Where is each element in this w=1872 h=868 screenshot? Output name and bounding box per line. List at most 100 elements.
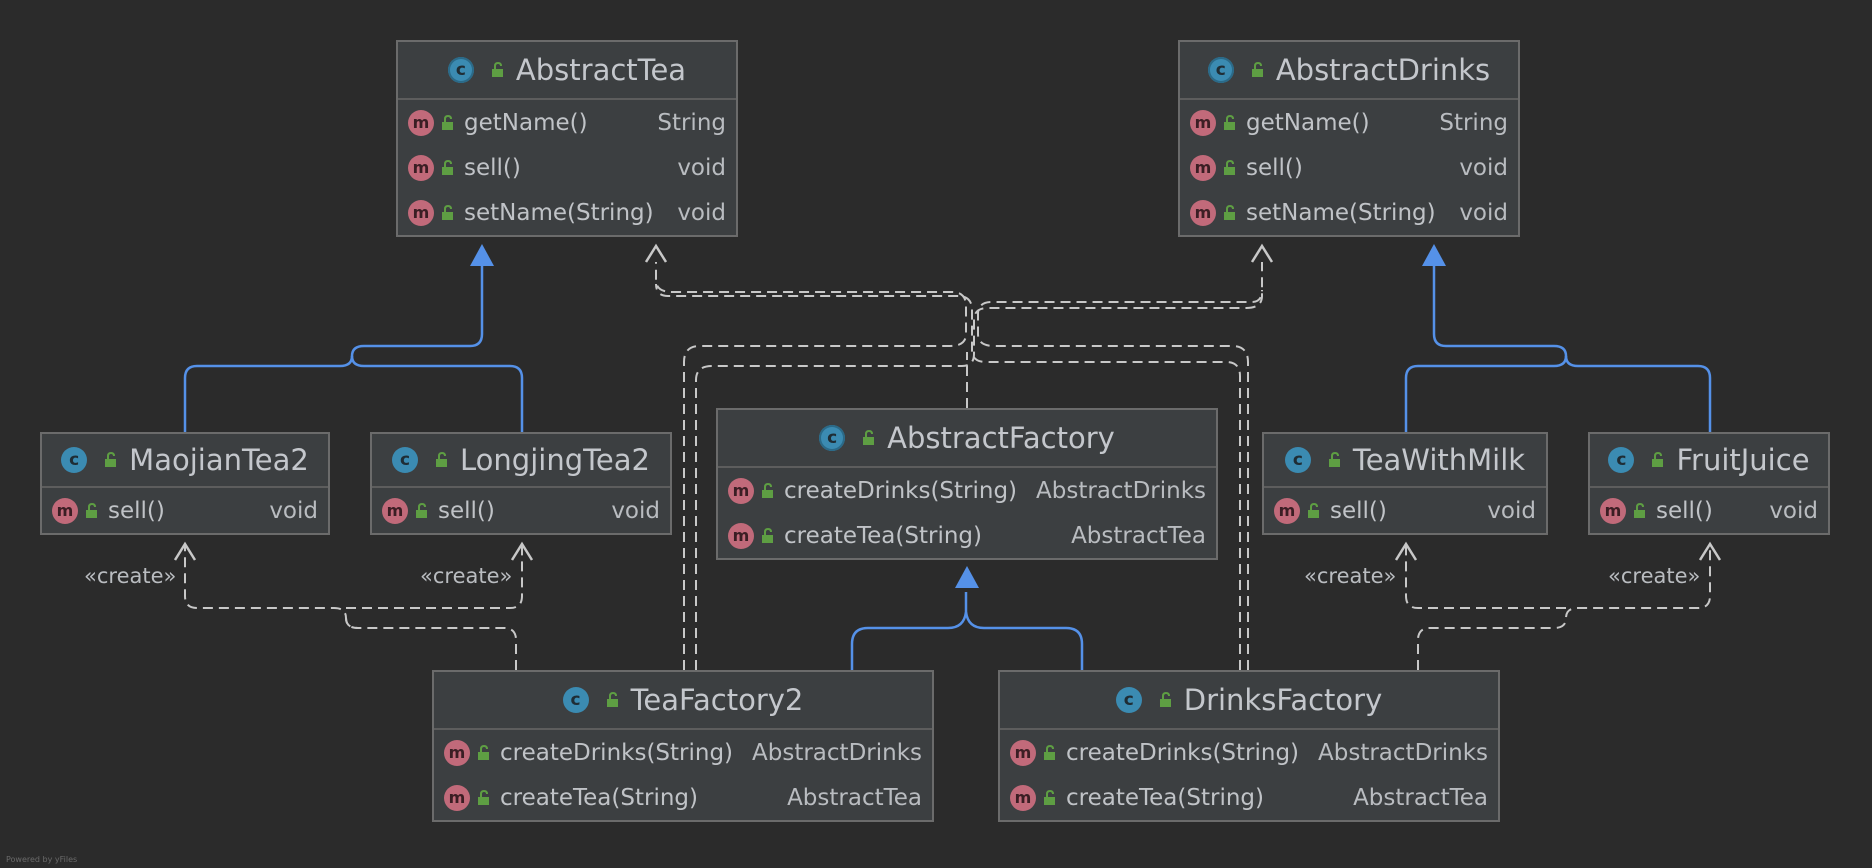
method-row[interactable]: m sell() void bbox=[398, 145, 736, 190]
class-header: c TeaWithMilk bbox=[1264, 434, 1546, 488]
class-name: DrinksFactory bbox=[1183, 683, 1383, 717]
method-row[interactable]: m sell() void bbox=[42, 488, 328, 533]
inheritance-arrowhead-abstractdrinks bbox=[1422, 244, 1446, 266]
method-name: sell() bbox=[1330, 497, 1387, 524]
method-row[interactable]: m sell() void bbox=[1264, 488, 1546, 533]
class-header: c AbstractDrinks bbox=[1180, 42, 1518, 100]
method-return-type: AbstractDrinks bbox=[1318, 739, 1488, 766]
abstract-method-icon: m bbox=[728, 522, 754, 549]
method-return-type: AbstractTea bbox=[787, 784, 922, 811]
method-row[interactable]: m setName(String) void bbox=[1180, 190, 1518, 235]
method-name: sell() bbox=[438, 497, 495, 524]
method-name: sell() bbox=[1656, 497, 1713, 524]
class-longjing-tea2[interactable]: c LongjingTea2 m sell() void bbox=[370, 432, 672, 535]
method-name: setName(String) bbox=[464, 199, 654, 226]
method-name: createTea(String) bbox=[784, 522, 982, 549]
public-lock-icon bbox=[1222, 204, 1238, 221]
class-header: c FruitJuice bbox=[1590, 434, 1828, 488]
dependency-teafactory-up2 bbox=[695, 262, 1263, 670]
method-icon: m bbox=[408, 109, 434, 136]
method-row[interactable]: m createTea(String) AbstractTea bbox=[1000, 775, 1498, 820]
inheritance-edge-drinksfactory bbox=[964, 611, 1084, 670]
method-icon: m bbox=[52, 497, 78, 524]
method-row[interactable]: m createTea(String) AbstractTea bbox=[434, 775, 932, 820]
method-return-type: String bbox=[657, 109, 726, 136]
method-row[interactable]: m setName(String) void bbox=[398, 190, 736, 235]
method-return-type: void bbox=[677, 154, 726, 181]
class-name: AbstractFactory bbox=[887, 421, 1115, 455]
class-header: c AbstractFactory bbox=[718, 410, 1216, 468]
inheritance-arrowhead-abstracttea bbox=[470, 244, 494, 266]
method-name: createDrinks(String) bbox=[500, 739, 734, 766]
abstract-class-icon: c bbox=[447, 57, 474, 83]
open-arrowhead-abstractdrinks bbox=[1250, 243, 1274, 263]
class-abstract-factory[interactable]: c AbstractFactory m createDrinks(String)… bbox=[716, 408, 1218, 560]
inheritance-edge-teawithmilk bbox=[1404, 262, 1568, 432]
method-icon: m bbox=[444, 784, 470, 811]
method-row[interactable]: m getName() String bbox=[398, 100, 736, 145]
public-lock-icon bbox=[1222, 114, 1238, 131]
method-row[interactable]: m createDrinks(String) AbstractDrinks bbox=[718, 468, 1216, 513]
public-lock-icon bbox=[861, 430, 877, 446]
public-lock-icon bbox=[440, 114, 456, 131]
inheritance-edge-teafactory bbox=[850, 592, 968, 670]
public-lock-icon bbox=[1650, 452, 1666, 468]
class-tea-with-milk[interactable]: c TeaWithMilk m sell() void bbox=[1262, 432, 1548, 535]
open-arrowhead-maojian bbox=[173, 541, 197, 561]
inheritance-arrowheads bbox=[470, 244, 1446, 588]
create-label-fruitjuice: «create» bbox=[1608, 564, 1701, 588]
class-name: TeaFactory2 bbox=[630, 683, 804, 717]
inheritance-edges bbox=[183, 262, 1712, 670]
inheritance-edge-fruitjuice bbox=[1564, 355, 1712, 432]
method-return-type: void bbox=[1487, 497, 1536, 524]
method-name: setName(String) bbox=[1246, 199, 1436, 226]
class-header: c AbstractTea bbox=[398, 42, 736, 100]
public-lock-icon bbox=[760, 527, 776, 544]
create-label-maojian: «create» bbox=[84, 564, 177, 588]
method-return-type: void bbox=[1459, 154, 1508, 181]
method-name: sell() bbox=[1246, 154, 1303, 181]
method-icon: m bbox=[1190, 154, 1216, 181]
method-row[interactable]: m getName() String bbox=[1180, 100, 1518, 145]
class-name: MaojianTea2 bbox=[129, 443, 309, 477]
class-abstract-tea[interactable]: c AbstractTea m getName() String m sell(… bbox=[396, 40, 738, 237]
method-row[interactable]: m sell() void bbox=[372, 488, 670, 533]
public-lock-icon bbox=[1222, 159, 1238, 176]
method-name: createTea(String) bbox=[1066, 784, 1264, 811]
public-lock-icon bbox=[103, 452, 119, 468]
method-return-type: void bbox=[269, 497, 318, 524]
method-row[interactable]: m createDrinks(String) AbstractDrinks bbox=[1000, 730, 1498, 775]
class-icon: c bbox=[1115, 687, 1142, 713]
method-return-type: AbstractDrinks bbox=[752, 739, 922, 766]
method-row[interactable]: m sell() void bbox=[1590, 488, 1828, 533]
method-return-type: void bbox=[677, 199, 726, 226]
class-drinks-factory[interactable]: c DrinksFactory m createDrinks(String) A… bbox=[998, 670, 1500, 822]
method-row[interactable]: m createTea(String) AbstractTea bbox=[718, 513, 1216, 558]
open-arrowhead-longjing bbox=[510, 541, 534, 561]
dependency-drinksfactory-up2 bbox=[655, 283, 1241, 670]
method-return-type: String bbox=[1439, 109, 1508, 136]
method-name: createDrinks(String) bbox=[1066, 739, 1300, 766]
public-lock-icon bbox=[440, 159, 456, 176]
class-icon: c bbox=[1608, 447, 1635, 473]
public-lock-icon bbox=[440, 204, 456, 221]
abstract-class-icon: c bbox=[819, 425, 846, 451]
method-name: sell() bbox=[464, 154, 521, 181]
class-fruit-juice[interactable]: c FruitJuice m sell() void bbox=[1588, 432, 1830, 535]
method-icon: m bbox=[1600, 497, 1626, 524]
dependency-edges bbox=[184, 262, 1711, 670]
class-tea-factory2[interactable]: c TeaFactory2 m createDrinks(String) Abs… bbox=[432, 670, 934, 822]
method-row[interactable]: m createDrinks(String) AbstractDrinks bbox=[434, 730, 932, 775]
public-lock-icon bbox=[1632, 502, 1648, 519]
public-lock-icon bbox=[1042, 789, 1058, 806]
class-maojian-tea2[interactable]: c MaojianTea2 m sell() void bbox=[40, 432, 330, 535]
abstract-class-icon: c bbox=[1207, 57, 1234, 83]
class-header: c MaojianTea2 bbox=[42, 434, 328, 488]
class-name: AbstractTea bbox=[515, 53, 687, 87]
public-lock-icon bbox=[476, 789, 492, 806]
method-row[interactable]: m sell() void bbox=[1180, 145, 1518, 190]
class-name: TeaWithMilk bbox=[1352, 443, 1526, 477]
class-name: LongjingTea2 bbox=[460, 443, 650, 477]
class-abstract-drinks[interactable]: c AbstractDrinks m getName() String m se… bbox=[1178, 40, 1520, 237]
